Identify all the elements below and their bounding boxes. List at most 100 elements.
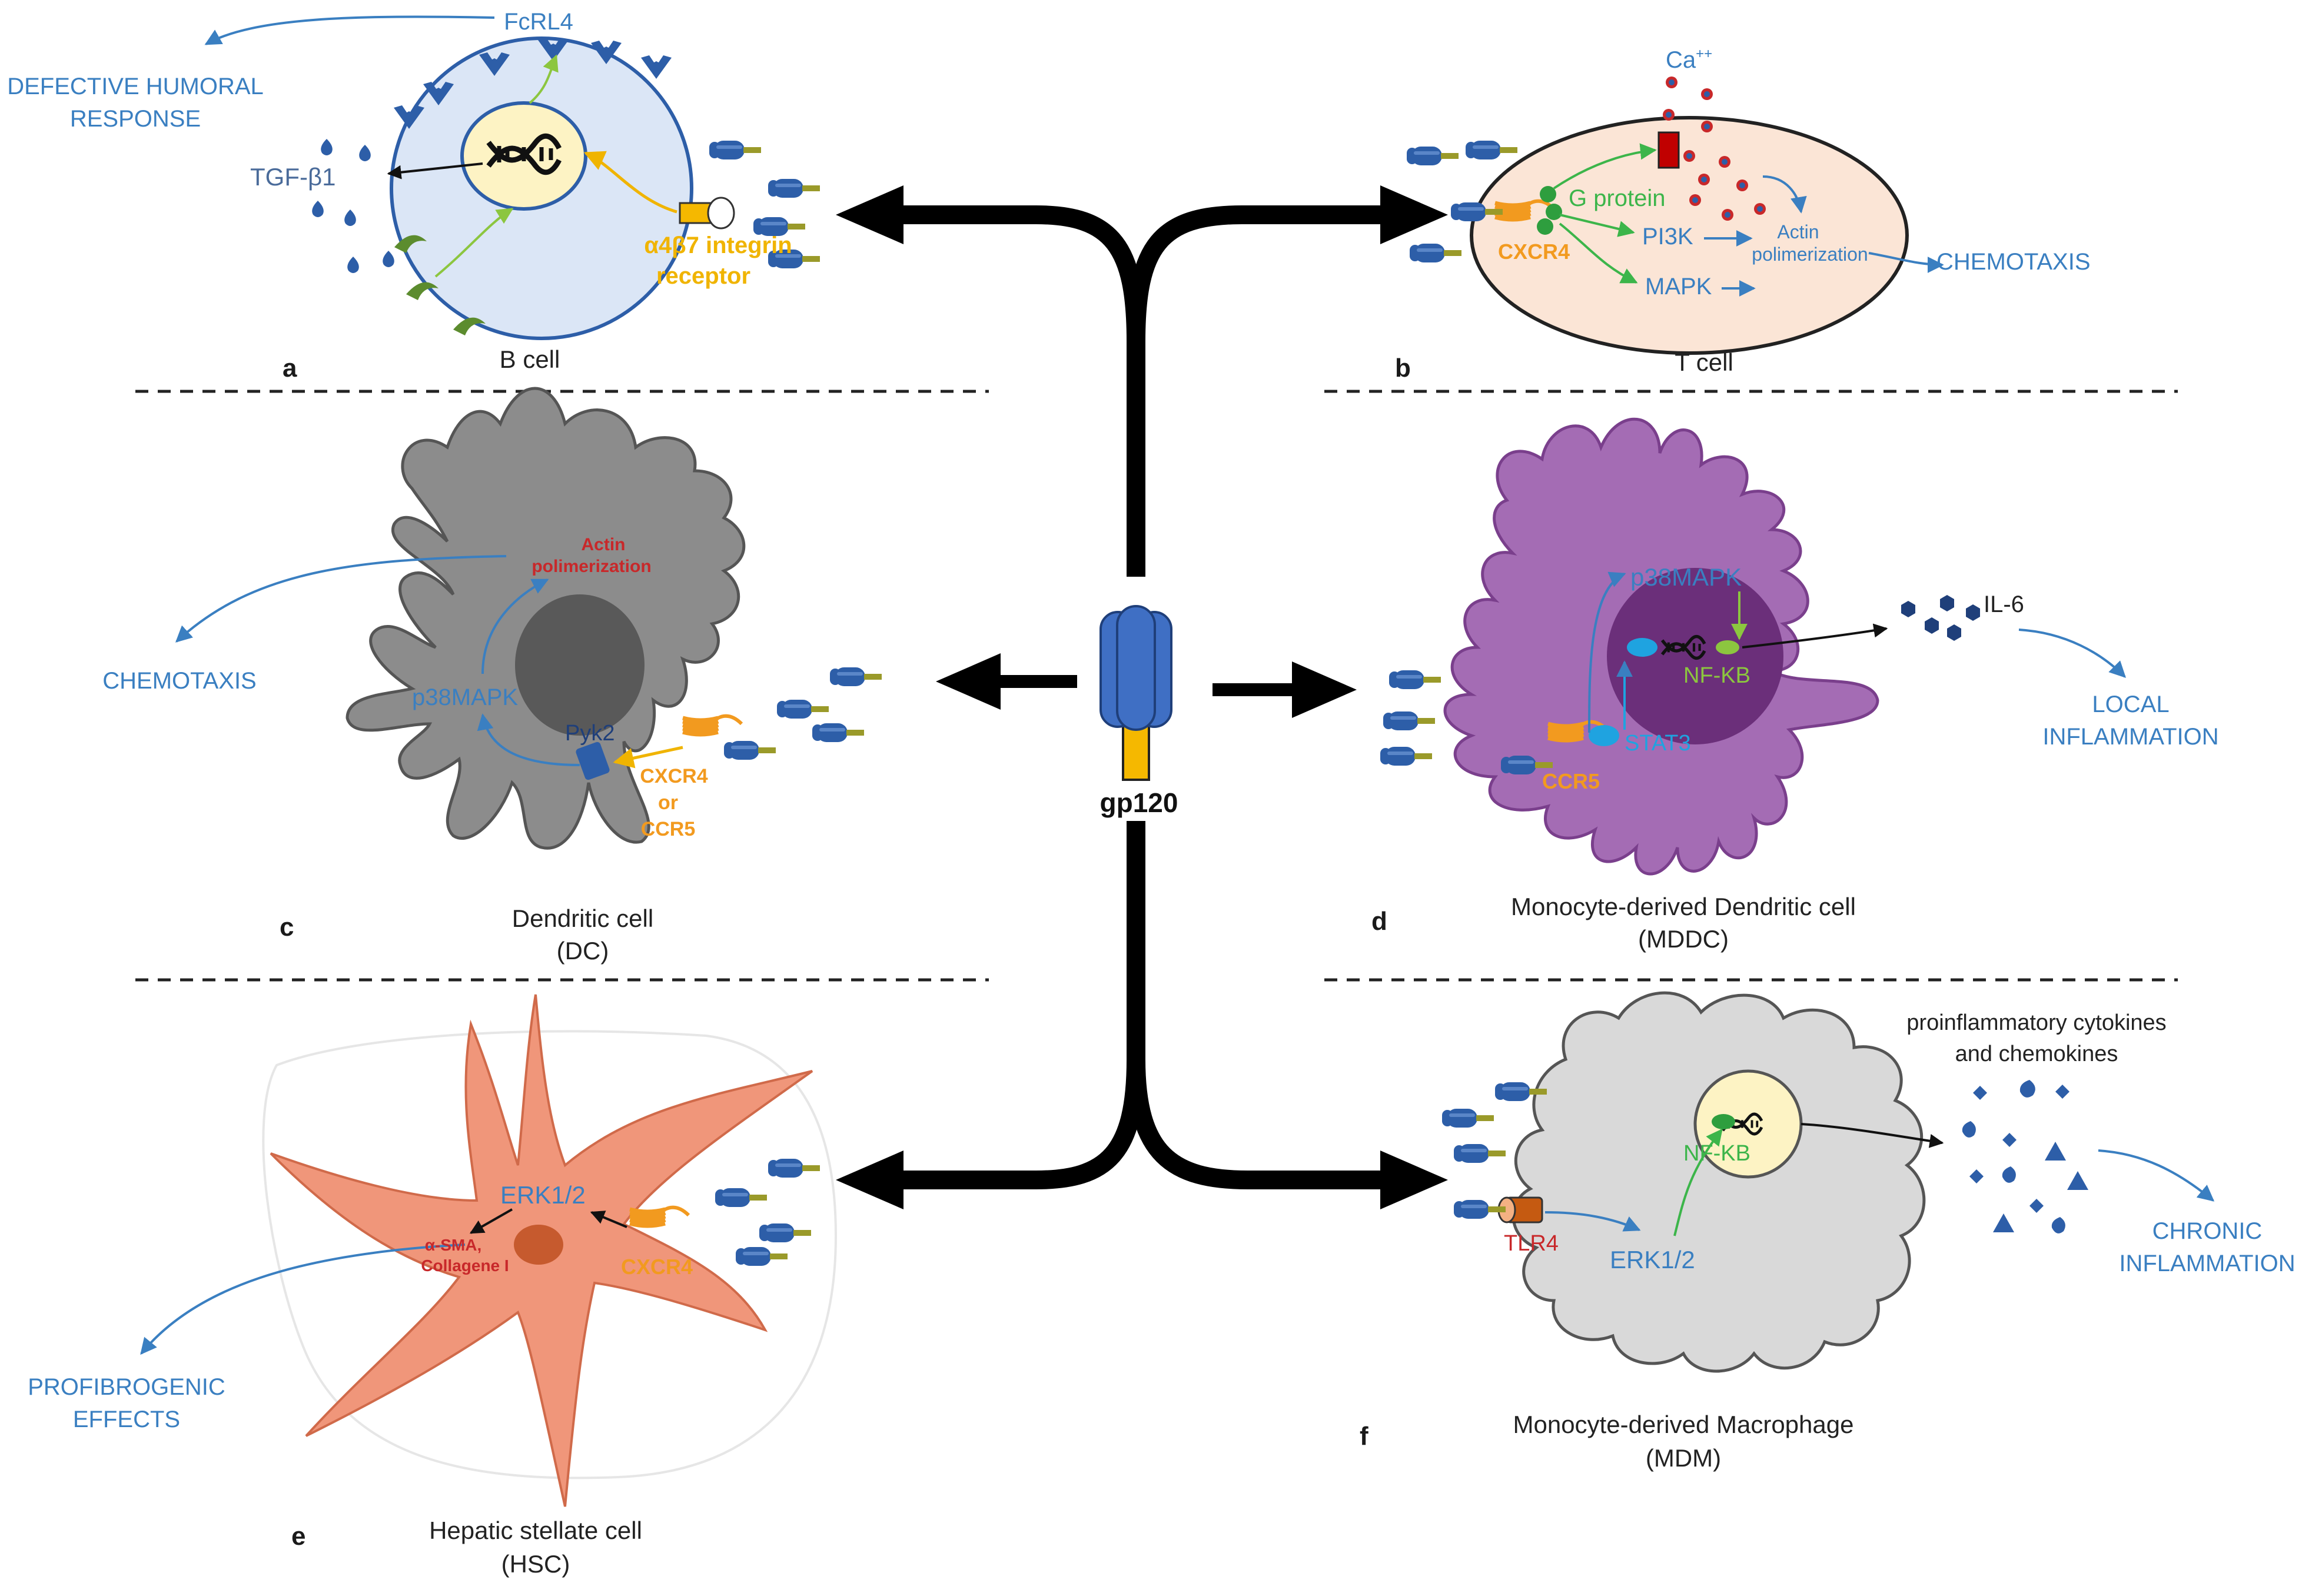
cytokine-icon	[2019, 1080, 2035, 1098]
chemokine-triangle-icon	[2045, 1142, 2066, 1161]
gp120-receptor-icon	[777, 700, 829, 719]
chemokine-triangle-icon	[2067, 1171, 2088, 1190]
hsc-nucleus	[514, 1225, 563, 1265]
branch-to-hsc	[883, 1059, 1145, 1189]
arrowhead-tcell	[1380, 185, 1448, 244]
branch-to-tcell	[1127, 205, 1401, 342]
calcium-label: Ca++	[1666, 46, 1712, 73]
panel-letter-e: e	[291, 1522, 305, 1551]
fcrl4-icon	[641, 55, 672, 79]
calcium-ion-icon	[1701, 121, 1713, 132]
gp120-receptor-icon	[1383, 711, 1435, 730]
receptor-label-c-line2: or	[658, 792, 678, 814]
gprotein-to-mapk-arrow	[1559, 222, 1638, 284]
gp120-receptor-icon	[1410, 244, 1461, 262]
panel-letter-d: d	[1371, 907, 1387, 936]
integrin-to-nucleus-arrow	[583, 151, 677, 214]
cytokine-icon	[2002, 1166, 2016, 1183]
il6-molecules	[1901, 595, 1980, 641]
il6-molecule-icon	[1947, 624, 1961, 641]
actin-label-c-line2: polimerization	[532, 557, 651, 576]
receptor-label-c-line3: CCR5	[641, 818, 696, 840]
panel-letter-a: a	[283, 354, 297, 383]
calcium-ion-icon	[1683, 150, 1695, 162]
p38-to-actin-arrow	[481, 578, 549, 674]
panel-b-tcell: Ca++ G protein PI3K MAPK CXCR4 Actin pol…	[1395, 46, 2091, 383]
outcome-b: CHEMOTAXIS	[1936, 249, 2091, 275]
nfkb-label-d: NF-KB	[1683, 663, 1750, 688]
cxcr4-label-e: CXCR4	[621, 1255, 693, 1279]
il6-molecule-icon	[1925, 617, 1939, 634]
cytokines-label-line2: and chemokines	[1955, 1042, 2118, 1066]
gp120-receptor-icon	[768, 179, 820, 198]
bcell-name: B cell	[500, 345, 560, 373]
fcrl4-outcome-arrow	[204, 15, 495, 45]
erk-to-sma-arrow	[469, 1208, 513, 1234]
tgf-droplet-icon	[347, 257, 359, 273]
chemokine-icon	[1973, 1086, 1987, 1100]
mddc-nucleus	[1607, 568, 1783, 744]
tgf-label: TGF-β1	[250, 163, 335, 191]
gprotein-to-pi3k-arrow	[1559, 214, 1635, 237]
stat3-dimer-icon	[1627, 638, 1657, 657]
tgf-droplet-icon	[383, 251, 394, 267]
gprotein-to-channel-arrow	[1553, 143, 1657, 189]
pyk2-to-p38-arrow	[477, 713, 580, 766]
cytokine-molecules	[1962, 1080, 2088, 1233]
mddc-name-line1: Monocyte-derived Dendritic cell	[1511, 893, 1856, 920]
receptor-label-c-line1: CXCR4	[640, 765, 707, 787]
calcium-ion-icon	[1722, 209, 1733, 221]
gp120-receptor-icon	[768, 1159, 820, 1178]
panel-a-bcell: FcRL4 DEFECTIVE HUMORAL RESPONSE TGF-β1 …	[7, 9, 820, 383]
calcium-ion-icon	[1736, 179, 1748, 191]
outcome-e-line1: PROFIBROGENIC	[28, 1374, 225, 1400]
gp120-receptor-icon	[1454, 1200, 1506, 1219]
cxcr4-to-erk-arrow	[590, 1211, 627, 1228]
actin-to-chemotaxis-arrow	[1868, 252, 1944, 273]
g-protein-icon	[1537, 186, 1562, 235]
calcium-channel-icon	[1657, 131, 1680, 169]
tcell-name: T cell	[1675, 348, 1733, 376]
integrin-receptor-icon	[679, 197, 735, 230]
il6-molecule-icon	[1940, 595, 1954, 611]
mdm-name-line1: Monocyte-derived Macrophage	[1513, 1411, 1854, 1438]
actin-to-chemotaxis-arrow-c	[175, 555, 507, 643]
tcell-body	[1470, 116, 1909, 355]
outcome-a-line1: DEFECTIVE HUMORAL	[7, 74, 264, 99]
gp120-receptor-icon	[812, 723, 864, 742]
panel-letter-c: c	[280, 913, 294, 942]
panel-e-hsc: ERK1/2 α-SMA, Collagene I CXCR4 PROFIBRO…	[28, 994, 838, 1578]
calcium-to-actin-arrow	[1762, 175, 1807, 214]
tgf-droplet-icon	[312, 201, 324, 217]
chemokine-triangle-icon	[1993, 1213, 2014, 1232]
outcome-e-line2: EFFECTS	[73, 1407, 180, 1432]
cytokines-to-chronic-arrow	[2098, 1149, 2215, 1202]
panel-letter-b: b	[1395, 354, 1411, 383]
gp120-receptor-icon	[1380, 747, 1432, 766]
arrowhead-bcell	[836, 185, 903, 244]
gp120-receptor-icon	[1454, 1144, 1506, 1163]
actin-label-c-line1: Actin	[582, 535, 626, 554]
actin-label-b-line2: polimerization	[1752, 244, 1868, 265]
mddc-name-line2: (MDDC)	[1638, 925, 1729, 953]
tgf-droplet-icon	[344, 210, 356, 226]
cytokine-icon	[1962, 1121, 1976, 1138]
outcome-f-line1: CHRONIC	[2152, 1218, 2263, 1244]
nfkb-label-f: NF-KB	[1683, 1141, 1750, 1166]
stat3-icon	[1589, 725, 1619, 746]
dc-name-line2: (DC)	[557, 937, 609, 965]
integrin-label-line1: α4β7 integrin	[644, 232, 792, 258]
erk-label-e: ERK1/2	[500, 1181, 586, 1209]
chemokine-icon	[2002, 1133, 2017, 1147]
bcr-to-nucleus-arrow	[434, 208, 514, 278]
tlr4-to-erk-arrow	[1544, 1211, 1641, 1232]
panel-c-dc: Actin polimerization p38MAPK Pyk2 CXCR4 …	[102, 387, 882, 965]
gp120-receptor-icon	[1466, 141, 1517, 159]
gp120-receptor-icon	[1442, 1109, 1494, 1128]
pi3k-label: PI3K	[1642, 224, 1693, 250]
sma-label-line1: α-SMA,	[425, 1236, 482, 1254]
panel-letter-f: f	[1360, 1422, 1368, 1451]
sma-to-effects-arrow	[140, 1243, 466, 1355]
outcome-d-line1: LOCAL	[2092, 691, 2169, 717]
